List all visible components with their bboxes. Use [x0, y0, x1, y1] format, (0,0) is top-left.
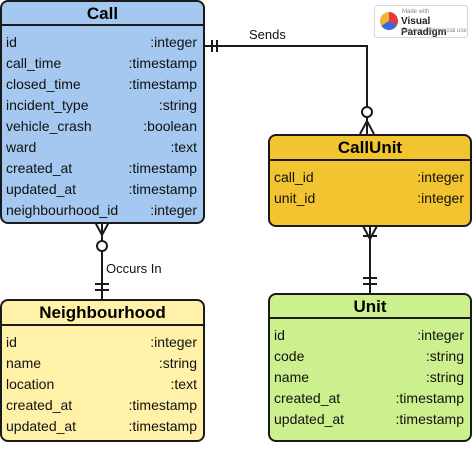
attribute-type: :string [158, 97, 197, 113]
attribute-type: :timestamp [128, 76, 197, 92]
entity-neighbourhood-attributes: id :integer name :string location :text create… [2, 326, 203, 437]
callunit-zero-circle [361, 106, 373, 118]
attribute-row: name :string [270, 367, 470, 388]
attribute-name: incident_type [6, 97, 89, 113]
attribute-name: updated_at [6, 418, 77, 434]
entity-call-title: Call [2, 2, 203, 26]
entity-unit-attributes: id :integer code :string name :string created_… [270, 319, 470, 430]
call-crowfoot-right [101, 221, 110, 236]
attribute-row: code :string [270, 346, 470, 367]
sends-label: Sends [249, 27, 286, 42]
entity-callunit-title: CallUnit [270, 136, 470, 161]
attribute-row: vehicle_crash :boolean [2, 116, 203, 137]
attribute-name: created_at [6, 397, 73, 413]
attribute-row: updated_at :timestamp [270, 409, 470, 430]
attribute-row: id :integer [270, 325, 470, 346]
attribute-row: id :integer [2, 332, 203, 353]
attribute-row: neighbourhood_id :integer [2, 200, 203, 221]
attribute-type: :string [425, 369, 464, 385]
attribute-row: closed_time :timestamp [2, 74, 203, 95]
attribute-name: id [274, 327, 285, 343]
attribute-row: call_id :integer [270, 167, 470, 188]
entity-neighbourhood-title: Neighbourhood [2, 301, 203, 326]
attribute-type: :text [170, 139, 197, 155]
attribute-row: created_at :timestamp [2, 158, 203, 179]
call-crowfoot-left [94, 221, 103, 236]
attribute-name: ward [6, 139, 37, 155]
attribute-name: vehicle_crash [6, 118, 92, 134]
call-zero-circle [96, 240, 108, 252]
attribute-row: ward :text [2, 137, 203, 158]
attribute-row: name :string [2, 353, 203, 374]
attribute-name: name [6, 355, 42, 371]
attribute-type: :integer [150, 202, 197, 218]
attribute-name: closed_time [6, 76, 81, 92]
attribute-row: location :text [2, 374, 203, 395]
entity-unit-title: Unit [270, 295, 470, 319]
visual-paradigm-watermark: Made with Visual Paradigm For non-commer… [374, 5, 468, 38]
attribute-name: updated_at [274, 411, 345, 427]
attribute-name: created_at [6, 160, 73, 176]
attribute-name: call_time [6, 55, 62, 71]
attribute-name: updated_at [6, 181, 77, 197]
attribute-type: :string [425, 348, 464, 364]
occurs-in-label: Occurs In [106, 261, 162, 276]
attribute-type: :timestamp [128, 397, 197, 413]
attribute-type: :timestamp [128, 55, 197, 71]
attribute-type: :timestamp [395, 411, 464, 427]
entity-callunit-attributes: call_id :integer unit_id :integer [270, 161, 470, 209]
entity-neighbourhood[interactable]: Neighbourhood id :integer name :string locat… [0, 299, 205, 442]
attribute-type: :integer [417, 190, 464, 206]
attribute-type: :integer [150, 334, 197, 350]
sends-connector [205, 45, 368, 134]
callunit-crowfoot-right [366, 120, 375, 135]
watermark-line1: Made with [402, 9, 430, 15]
watermark-line3: For non-commercial use [402, 28, 467, 34]
attribute-row: unit_id :integer [270, 188, 470, 209]
attribute-type: :boolean [143, 118, 197, 134]
attribute-row: incident_type :string [2, 95, 203, 116]
attribute-type: :integer [417, 327, 464, 343]
attribute-name: name [274, 369, 310, 385]
attribute-type: :timestamp [128, 181, 197, 197]
attribute-name: created_at [274, 390, 341, 406]
callunit-crowfoot-left [359, 120, 368, 135]
callunit-crowfoot-left-2 [362, 225, 371, 240]
attribute-type: :string [158, 355, 197, 371]
watermark-brand: Visual Paradigm [401, 16, 447, 38]
attribute-type: :timestamp [128, 160, 197, 176]
attribute-name: code [274, 348, 305, 364]
attribute-row: id :integer [2, 32, 203, 53]
entity-callunit[interactable]: CallUnit call_id :integer unit_id :integer [268, 134, 472, 227]
attribute-type: :integer [417, 169, 464, 185]
attribute-row: call_time :timestamp [2, 53, 203, 74]
attribute-row: updated_at :timestamp [2, 416, 203, 437]
attribute-row: updated_at :timestamp [2, 179, 203, 200]
attribute-row: created_at :timestamp [270, 388, 470, 409]
visual-paradigm-logo-icon [380, 12, 398, 30]
attribute-type: :timestamp [128, 418, 197, 434]
attribute-name: neighbourhood_id [6, 202, 119, 218]
attribute-name: location [6, 376, 55, 392]
entity-unit[interactable]: Unit id :integer code :string name :string cre… [268, 293, 472, 442]
callunit-crowfoot-right-2 [369, 225, 378, 240]
attribute-type: :integer [150, 34, 197, 50]
attribute-row: created_at :timestamp [2, 395, 203, 416]
attribute-type: :text [170, 376, 197, 392]
attribute-type: :timestamp [395, 390, 464, 406]
attribute-name: unit_id [274, 190, 316, 206]
attribute-name: call_id [274, 169, 314, 185]
attribute-name: id [6, 34, 17, 50]
attribute-name: id [6, 334, 17, 350]
